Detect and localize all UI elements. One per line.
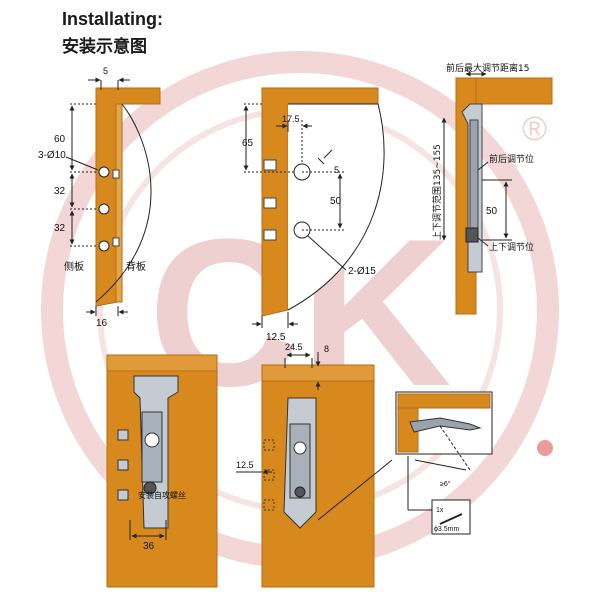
title-english: Installating: <box>62 9 164 29</box>
d3-max-adjust: 前后最大调节距离15 <box>446 62 529 74</box>
screw-size: ϕ3.5mm <box>434 526 459 533</box>
d1-dim-60: 60 <box>54 134 66 145</box>
d3-dim-50: 50 <box>486 206 498 217</box>
d3-up-down-position: 上下调节位 <box>489 241 534 253</box>
watermark-registered: ® <box>522 110 547 148</box>
d5-dim-24-5: 24.5 <box>285 342 303 352</box>
d4-screw-label: 安装自攻螺丝 <box>138 490 186 500</box>
detail-angle: ≥6° <box>440 480 451 488</box>
d5-dim-8: 8 <box>324 344 329 354</box>
d1-dim-16: 16 <box>96 318 108 329</box>
d1-dim-32b: 32 <box>54 223 66 234</box>
d1-hole-spec: 3-Ø10 <box>38 150 66 161</box>
d4-dim-36: 36 <box>143 541 155 552</box>
diagram-3-adjustment: 前后最大调节距离15 上下调节范围135~155 前后调节位 50 上下调节位 <box>431 62 553 315</box>
d2-dim-17-5: 17.5 <box>282 114 300 124</box>
screw-quantity: 1x <box>436 507 444 514</box>
d1-back-panel-label: 背板 <box>126 260 146 273</box>
d2-dim-5: 5 <box>334 165 339 175</box>
diagram-2-door-holes: 17.5 65 5 50 2-Ø15 12.5 <box>242 87 385 343</box>
d1-dim-32a: 32 <box>54 186 66 197</box>
detail-inset: ≥6° 1x ϕ3.5mm <box>395 391 493 535</box>
d5-dim-12-5: 12.5 <box>236 460 254 470</box>
d1-dim-5: 5 <box>103 66 108 76</box>
d3-vertical-range: 上下调节范围135~155 <box>431 144 443 240</box>
d3-front-back-position: 前后调节位 <box>489 153 534 165</box>
d2-dim-65: 65 <box>242 138 254 149</box>
d2-dim-12-5: 12.5 <box>266 332 286 343</box>
title-chinese: 安装示意图 <box>62 37 147 57</box>
d2-dim-50: 50 <box>330 196 342 207</box>
d1-side-panel-label: 侧板 <box>64 260 84 273</box>
d2-hole-spec: 2-Ø15 <box>348 266 376 277</box>
diagram-4-hinge-mounted: 安装自攻螺丝 36 <box>106 354 218 588</box>
diagram-5-door-mounted: 24.5 8 12.5 <box>236 342 393 588</box>
diagram-1-side-panel-holes: 5 60 3-Ø10 32 32 16 侧板 背板 <box>38 66 161 329</box>
